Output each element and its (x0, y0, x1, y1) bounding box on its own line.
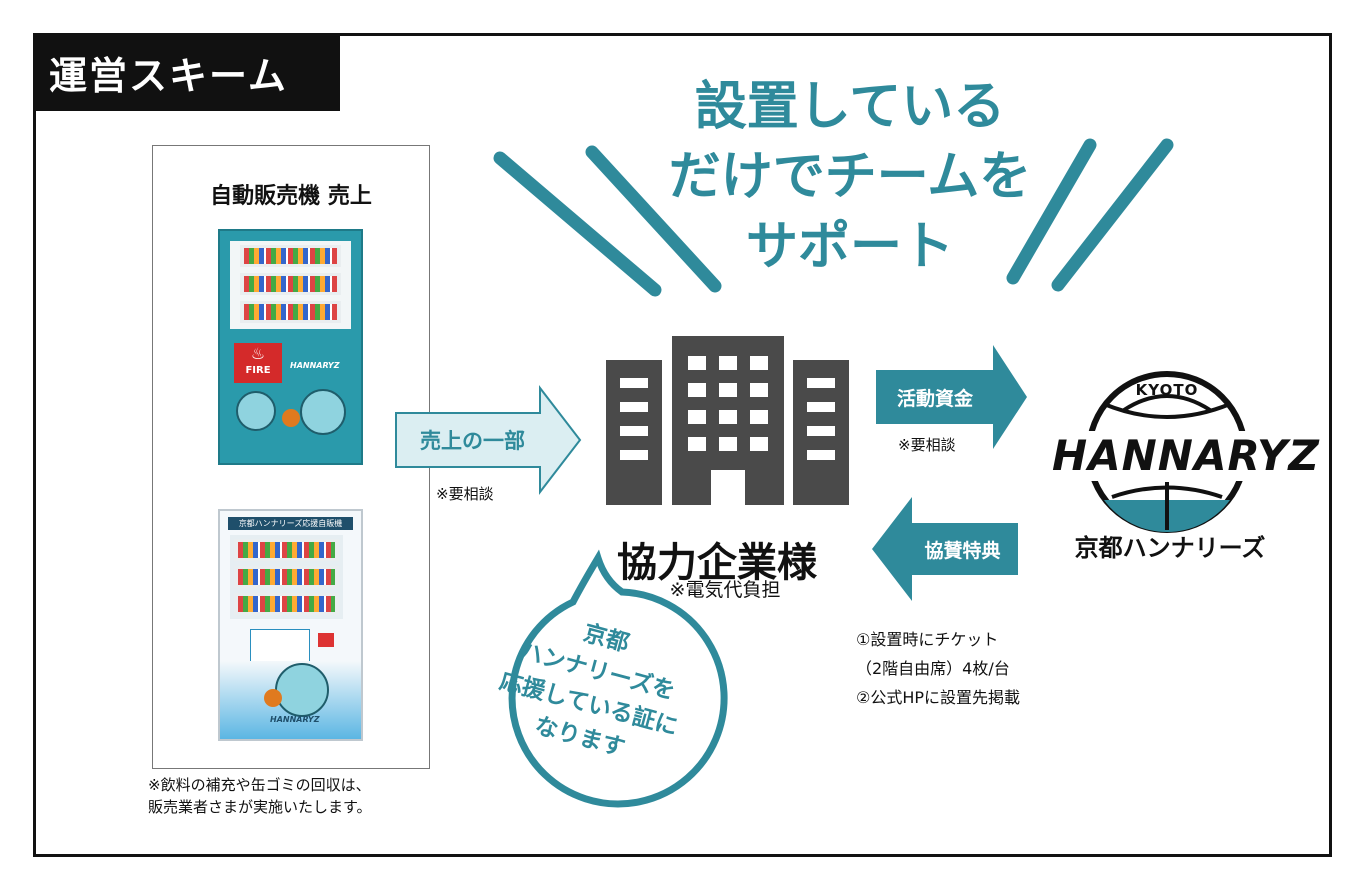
arrow-sales (395, 385, 582, 495)
diagram-frame (33, 33, 1332, 857)
vending-panel-title: 自動販売機 売上 (210, 184, 372, 209)
basketball-icon (282, 409, 300, 427)
arrow-benefit-label: 協賛特典 (924, 539, 1001, 562)
basketball-icon (264, 689, 282, 707)
arrow-funds-note: ※要相談 (898, 436, 956, 454)
company-note: ※電気代負担 (669, 579, 781, 601)
shelf (234, 566, 339, 588)
machine-hannaryz-logo: HANNARYZ (270, 715, 320, 724)
team-logo-wordmark: HANNARYZ (1052, 431, 1320, 480)
mascot-icon (275, 663, 329, 717)
arrow-sales-label: 売上の一部 (420, 429, 525, 453)
supply-note-line-1: ※飲料の補充や缶ゴミの回収は、 (148, 776, 371, 794)
headline-line-3: サポート (745, 217, 954, 277)
vending-machine-white: 京都ハンナリーズ応援自販機 HANNARYZ (218, 509, 363, 741)
supply-note-line-2: 販売業者さまが実施いたします。 (148, 798, 372, 816)
emphasis-line-right-2 (1051, 138, 1174, 292)
coin-slot (318, 633, 334, 647)
supply-note: ※飲料の補充や缶ゴミの回収は、 販売業者さまが実施いたします。 (148, 774, 372, 818)
building-windows (620, 356, 835, 505)
section-title: 運営スキーム (33, 33, 340, 111)
basketball-logo (1050, 371, 1284, 533)
company-name: 協力企業様 (617, 540, 817, 586)
flame-icon: ♨ (250, 344, 266, 363)
product-window (230, 241, 351, 329)
shelf (240, 273, 341, 295)
mascot-icon (236, 391, 276, 431)
machine-header: 京都ハンナリーズ応援自販機 (228, 517, 353, 530)
emphasis-line-left-2 (585, 145, 722, 293)
shelf (240, 301, 341, 323)
benefit-item: ②公式HPに設置先掲載 (856, 688, 1021, 707)
arrow-sales-note: ※要相談 (436, 485, 494, 503)
emphasis-line-left-1 (493, 151, 662, 297)
fire-logo: ♨ FIRE (234, 343, 282, 383)
benefit-item: （2階自由席）4枚/台 (856, 659, 1010, 678)
arrow-funds-label: 活動資金 (896, 387, 973, 410)
headline-line-1: 設置している (694, 77, 1006, 137)
team-logo-kyoto: KYOTO (1135, 381, 1199, 399)
vending-panel: 自動販売機 売上 ♨ FIRE HANNARYZ 京都ハンナリーズ応援自販機 H… (152, 145, 430, 769)
team-name: 京都ハンナリーズ (1074, 534, 1266, 562)
benefit-item: ①設置時にチケット (856, 630, 999, 649)
benefits-list: ①設置時にチケット （2階自由席）4枚/台 ②公式HPに設置先掲載 (856, 625, 1020, 712)
shelf (234, 539, 339, 561)
emphasis-line-right-1 (1006, 138, 1097, 285)
info-card (250, 629, 310, 665)
arrow-funds (876, 345, 1027, 449)
shelf (240, 245, 341, 267)
vending-machine-teal: ♨ FIRE HANNARYZ (218, 229, 363, 465)
mascot-icon (300, 389, 346, 435)
speech-bubble (508, 549, 728, 808)
headline: 設置している だけでチームを サポート (640, 72, 1060, 282)
product-window (230, 535, 343, 619)
headline-line-2: だけでチームを (668, 147, 1032, 207)
arrow-benefit (872, 497, 1018, 601)
machine-hannaryz-logo: HANNARYZ (290, 361, 340, 370)
shelf (234, 593, 339, 615)
